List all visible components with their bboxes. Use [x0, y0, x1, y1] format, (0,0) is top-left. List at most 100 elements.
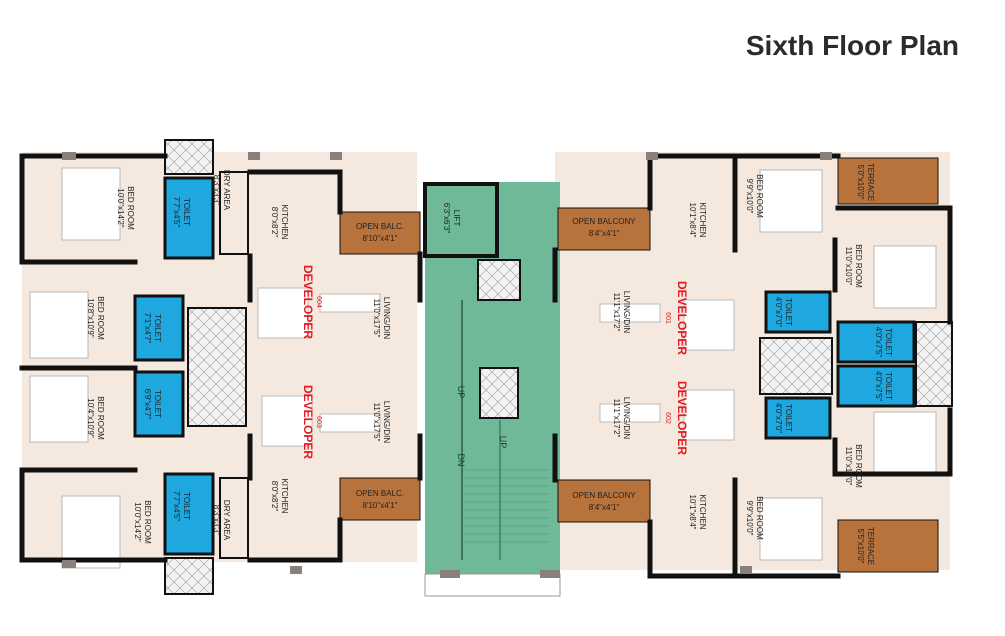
room-dim: 11'0"x17'5": [372, 299, 381, 338]
developer-label: DEVELOPER: [675, 281, 689, 355]
room-dim: 10'1"x8'4": [688, 495, 697, 530]
room-balc-bl: OPEN BALC. 8'10"x4'1": [356, 489, 404, 510]
shaft-tl: [164, 139, 214, 175]
room-label: TOILET: [153, 390, 162, 418]
room-terrace-tr: TERRACE 5'0"x10'0": [856, 163, 875, 201]
room-balc-br: OPEN BALCONY 8'4"x4'1": [572, 491, 636, 512]
room-label: LIVING/DIN: [622, 397, 631, 439]
toilet-mr3: [836, 364, 916, 408]
room-label: OPEN BALC.: [356, 222, 404, 231]
room-bed-br: BED ROOM 9'9"x10'0": [745, 496, 764, 540]
room-bed-ml: BED ROOM 10'8"x10'9": [86, 296, 105, 340]
room-dim: 11'1"x17'2": [612, 293, 621, 332]
toilet-mr4: [764, 396, 832, 440]
walls: [19, 153, 953, 579]
room-label: OPEN BALC.: [356, 489, 404, 498]
shaft-ml: [187, 307, 247, 427]
room-dim: 10'8"x10'9": [86, 298, 95, 338]
room-dim: 4'0"x7'0": [774, 297, 783, 328]
room-label: BED ROOM: [126, 186, 135, 230]
room-dim: 7'7"x4'5": [172, 197, 181, 228]
room-label: DRY AREA: [222, 500, 231, 541]
room-dim: 11'0"x10'0": [844, 447, 853, 486]
room-label: BED ROOM: [854, 244, 863, 288]
room-dim: 6'3"x6'3": [442, 203, 451, 234]
unit-603-living: LIVING/DIN 11'0"x17'5": [372, 401, 391, 443]
duct-top: [477, 259, 521, 301]
room-bed-bl: BED ROOM 10'0"x14'2": [133, 500, 152, 544]
room-label: LIVING/DIN: [622, 291, 631, 333]
living-furniture: [257, 287, 735, 447]
room-dim: 9'9"x10'0": [745, 179, 754, 214]
room-dim: 11'0"x10'0": [844, 247, 853, 286]
room-label: KITCHEN: [698, 202, 707, 237]
room-dim: 10'0"x14'2": [133, 502, 142, 542]
unit-number: 604: [315, 296, 322, 308]
room-label: TOILET: [884, 372, 893, 400]
room-toilet-mr4: TOILET 4'0"x7'0": [774, 403, 793, 434]
room-label: TOILET: [153, 314, 162, 342]
room-dim: 8'4"x4'1": [589, 503, 620, 512]
room-toilet-mr3: TOILET 4'0"x7'5": [874, 371, 893, 402]
room-dim: 10'0"x14'2": [116, 188, 125, 228]
room-label: OPEN BALCONY: [572, 217, 636, 226]
room-label: BED ROOM: [755, 174, 764, 218]
toilet-tl: [163, 176, 215, 260]
room-dim: 4'0"x7'5": [874, 371, 883, 402]
room-dim: 5'5"x10'0": [856, 529, 865, 564]
room-label: TOILET: [784, 404, 793, 432]
room-label: TOILET: [182, 198, 191, 226]
room-dim: 8'0"x8'2": [270, 481, 279, 512]
room-label: BED ROOM: [143, 500, 152, 544]
stair-up-label-2: UP: [498, 436, 508, 449]
room-dim: 10'1"x8'4": [688, 203, 697, 238]
room-label: TOILET: [884, 328, 893, 356]
stair-down-label: DN: [456, 454, 466, 467]
room-dim: 11'1"x17'2": [612, 399, 621, 438]
unit-604-living: LIVING/DIN 11'0"x17'5": [372, 297, 391, 339]
room-toilet-tl: TOILET 7'7"x4'5": [172, 197, 191, 228]
terrace-tr: [837, 157, 939, 205]
room-kitchen-tr: KITCHEN 10'1"x8'4": [688, 202, 707, 237]
room-kitchen-bl: KITCHEN 8'0"x8'2": [270, 478, 289, 513]
unit-number: 602: [664, 412, 671, 424]
room-label: KITCHEN: [280, 478, 289, 513]
room-toilet-mr2: TOILET 4'0"x7'5": [874, 327, 893, 358]
unit-604-label: DEVELOPER 604: [301, 265, 322, 339]
developer-label: DEVELOPER: [301, 265, 315, 339]
room-dim: 5'0"x10'0": [856, 165, 865, 200]
page-title: Sixth Floor Plan: [745, 30, 959, 61]
room-terrace-br: TERRACE 5'5"x10'0": [856, 527, 875, 565]
room-dim: 7'1"x4'7": [143, 313, 152, 344]
room-bed-mr: BED ROOM 11'0"x10'0": [844, 244, 863, 288]
unit-601-label: DEVELOPER 601: [664, 281, 689, 355]
stair-treads: [462, 469, 548, 543]
room-label: DRY AREA: [222, 170, 231, 211]
lift-shaft: [423, 182, 499, 258]
room-dim: 8'10"x4'1": [363, 234, 398, 243]
lift-label: LIFT 6'3"x6'3": [442, 203, 461, 234]
room-label: LIVING/DIN: [382, 297, 391, 339]
terrace-br: [837, 519, 939, 573]
room-dim: 6'9"x4'7": [143, 389, 152, 420]
unit-number: 601: [664, 312, 671, 324]
room-label: BED ROOM: [854, 444, 863, 488]
unit-603-label: DEVELOPER 603: [301, 385, 322, 459]
dry-area-bl: [219, 477, 249, 559]
room-label: KITCHEN: [280, 204, 289, 239]
room-label: TOILET: [784, 298, 793, 326]
room-dim: 8'10"x4'1": [363, 501, 398, 510]
unit-602-label: DEVELOPER 602: [664, 381, 689, 455]
room-balc-tl: OPEN BALC. 8'10"x4'1": [356, 222, 404, 243]
room-dim: 11'0"x17'5": [372, 403, 381, 442]
room-kitchen-br: KITCHEN 10'1"x8'4": [688, 494, 707, 529]
room-dim: 8'4"x4'1": [589, 229, 620, 238]
unit-number: 603: [315, 416, 322, 428]
room-dim: 9'9"x10'0": [745, 501, 754, 536]
balcony-bl: [339, 477, 421, 521]
toilet-ml2: [133, 370, 185, 438]
room-label: TOILET: [182, 492, 191, 520]
dry-area-tl: [219, 171, 249, 255]
room-dim: 8'0"x8'2": [270, 207, 279, 238]
